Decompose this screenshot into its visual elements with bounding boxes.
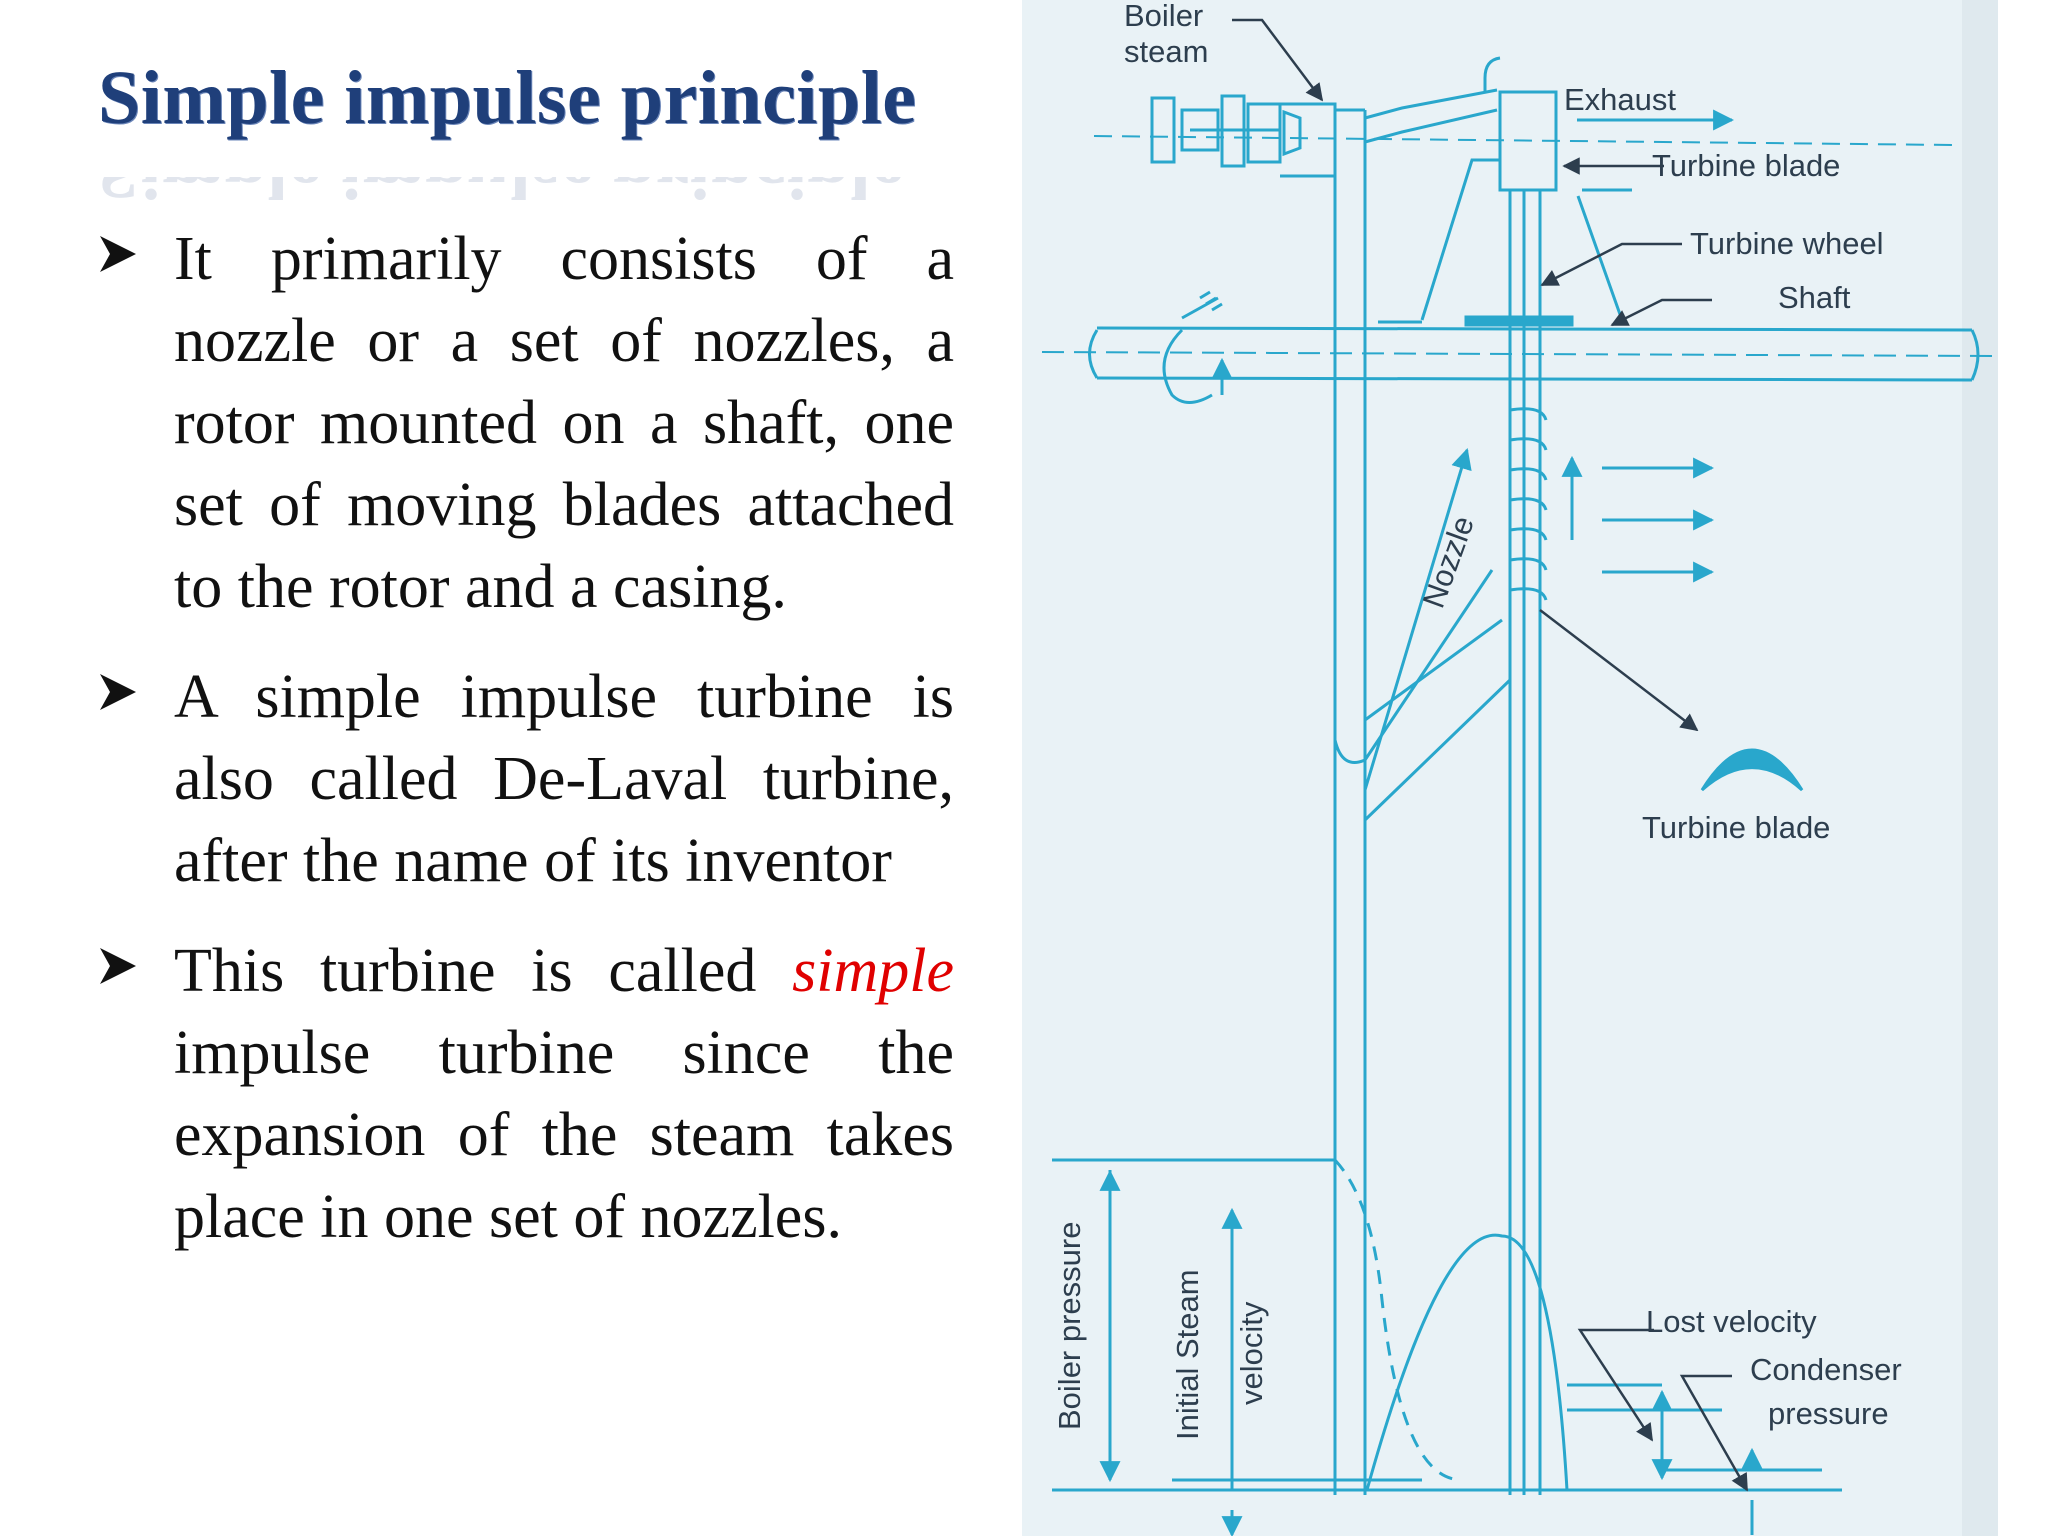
arrow-bullet-icon [100,674,136,710]
label-exhaust: Exhaust [1564,82,1676,117]
slide-text-panel: Simple impulse principle Simple impulse … [0,0,1020,1536]
bullet-text: This turbine is called simple impulse tu… [174,930,954,1258]
label-lost-velocity: Lost velocity [1646,1304,1817,1339]
bullet-item: It primarily consists of a nozzle or a s… [96,218,954,628]
turbine-diagram: Boiler steam Exhaust Turbine blade Turbi… [1022,0,1998,1536]
label-turbine-blade-top: Turbine blade [1652,148,1840,183]
label-initial-steam-2: velocity [1234,1301,1269,1405]
bullet-text-pre: This turbine is called [174,937,793,1005]
bullet-item: A simple impulse turbine is also called … [96,656,954,902]
turbine-diagram-svg: Boiler steam Exhaust Turbine blade Turbi… [1022,0,1998,1536]
bullet-text: It primarily consists of a nozzle or a s… [174,225,954,621]
highlight-word: simple [792,937,954,1005]
label-shaft: Shaft [1778,280,1851,315]
bullet-text: A simple impulse turbine is also called … [174,663,954,895]
label-condenser-2: pressure [1768,1396,1889,1431]
label-boiler-steam-1: Boiler [1124,0,1203,33]
label-turbine-wheel: Turbine wheel [1690,226,1884,261]
label-initial-steam-1: Initial Steam [1170,1269,1205,1440]
label-turbine-blade-side: Turbine blade [1642,810,1830,845]
label-boiler-pressure: Boiler pressure [1052,1222,1087,1430]
label-condenser-1: Condenser [1750,1352,1902,1387]
arrow-bullet-icon [100,236,136,272]
arrow-bullet-icon [100,948,136,984]
bullet-text-post: impulse turbine since the expansion of t… [174,1019,954,1251]
label-boiler-steam-2: steam [1124,34,1208,69]
page-title: Simple impulse principle [98,56,917,140]
title-area: Simple impulse principle Simple impulse … [98,48,998,178]
bullet-item: This turbine is called simple impulse tu… [96,930,954,1258]
bullet-list: It primarily consists of a nozzle or a s… [96,218,954,1286]
